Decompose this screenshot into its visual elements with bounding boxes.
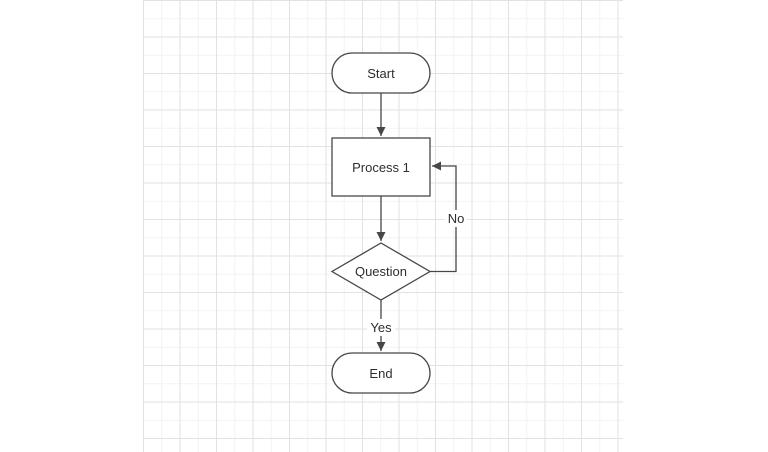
diagram-canvas[interactable]: Start Process 1 Question End Yes — [143, 0, 623, 452]
edge-label-no[interactable]: No — [445, 210, 467, 227]
decision-shape — [330, 242, 432, 301]
process-shape — [331, 137, 431, 197]
node-process1[interactable]: Process 1 — [331, 137, 431, 197]
node-end[interactable]: End — [331, 352, 431, 394]
node-label: Process 1 — [352, 160, 410, 175]
node-label: End — [369, 366, 392, 381]
edge-label-background — [367, 319, 395, 336]
edge-label-yes[interactable]: Yes — [367, 319, 395, 336]
terminator-shape — [331, 352, 431, 394]
node-label: Question — [355, 264, 407, 279]
edge-label-text: No — [448, 211, 465, 226]
edge-label-text: Yes — [370, 320, 392, 335]
flowchart-svg: Start Process 1 Question End Yes — [330, 52, 467, 394]
node-question[interactable]: Question — [330, 242, 432, 301]
edge-label-background — [445, 210, 467, 227]
node-start[interactable]: Start — [331, 52, 431, 94]
node-label: Start — [367, 66, 395, 81]
terminator-shape — [331, 52, 431, 94]
